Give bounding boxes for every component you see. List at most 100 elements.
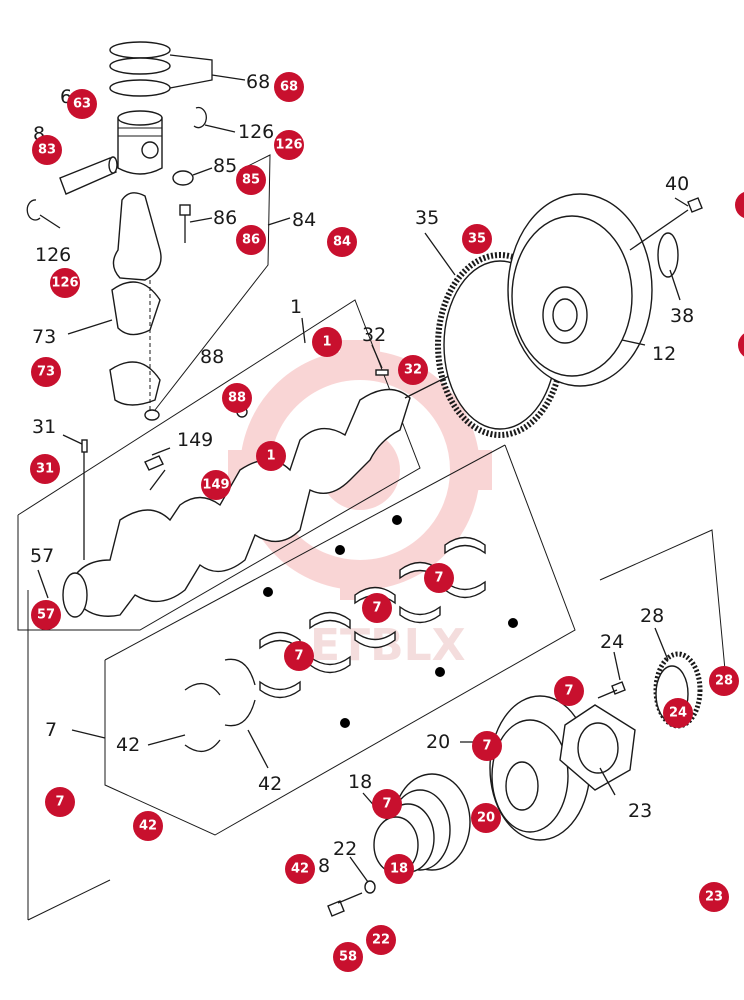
hotspot-label: 63 — [73, 97, 91, 112]
hotspot-1[interactable]: 1 — [256, 441, 286, 471]
hotspot-label: 88 — [228, 391, 246, 406]
hotspot-22[interactable]: 22 — [366, 925, 396, 955]
crank-pulley — [489, 695, 591, 841]
hotspot-126[interactable]: 126 — [274, 130, 304, 160]
callout-label-42a: 42 — [116, 734, 140, 756]
hotspot-label: 7 — [382, 797, 391, 812]
hotspot-label: 126 — [275, 138, 302, 153]
hotspot-label: 35 — [468, 232, 486, 247]
hotspot-label: 58 — [339, 950, 357, 965]
hotspot-20[interactable]: 20 — [471, 803, 501, 833]
hotspot-42[interactable]: 42 — [285, 854, 315, 884]
callout-label-68: 68 — [246, 71, 270, 93]
hotspot-label: 7 — [294, 649, 303, 664]
callout-label-35: 35 — [415, 207, 439, 229]
hotspot-7[interactable]: 7 — [372, 789, 402, 819]
hotspot-clipped-right-mid[interactable] — [738, 331, 744, 359]
hotspot-68[interactable]: 68 — [274, 72, 304, 102]
hotspot-58[interactable]: 58 — [333, 942, 363, 972]
callout-label-28: 28 — [640, 605, 664, 627]
callout-label-86: 86 — [213, 207, 237, 229]
hotspot-85[interactable]: 85 — [236, 165, 266, 195]
seal-plate — [559, 704, 636, 791]
callout-label-40: 40 — [665, 173, 689, 195]
hotspot-1[interactable]: 1 — [312, 327, 342, 357]
callout-label-84: 84 — [292, 209, 316, 231]
hotspot-57[interactable]: 57 — [31, 600, 61, 630]
hotspot-7[interactable]: 7 — [362, 593, 392, 623]
hotspot-18[interactable]: 18 — [384, 854, 414, 884]
hotspot-label: 7 — [564, 684, 573, 699]
hotspot-label: 7 — [482, 739, 491, 754]
hotspot-86[interactable]: 86 — [236, 225, 266, 255]
hotspot-32[interactable]: 32 — [398, 355, 428, 385]
callout-label-12: 12 — [652, 343, 676, 365]
hotspot-label: 7 — [55, 795, 64, 810]
hotspot-label: 42 — [291, 862, 309, 877]
hotspot-label: 23 — [705, 890, 723, 905]
hotspot-label: 7 — [372, 601, 381, 616]
hotspot-label: 20 — [477, 811, 495, 826]
hotspot-73[interactable]: 73 — [31, 357, 61, 387]
hotspot-83[interactable]: 83 — [32, 135, 62, 165]
callout-label-23: 23 — [628, 800, 652, 822]
hotspot-label: 1 — [266, 449, 275, 464]
callout-label-20: 20 — [426, 731, 450, 753]
hotspot-label: 126 — [51, 276, 78, 291]
piston-pin — [59, 156, 118, 195]
hotspot-label: 1 — [322, 335, 331, 350]
hotspot-7[interactable]: 7 — [284, 641, 314, 671]
hotspot-7[interactable]: 7 — [554, 676, 584, 706]
callout-label-88: 88 — [200, 346, 224, 368]
front-bolt — [327, 880, 376, 917]
hotspot-label: 57 — [37, 608, 55, 623]
hotspot-clipped-right-top[interactable] — [735, 191, 744, 219]
bearing-shells — [259, 515, 518, 728]
hotspot-7[interactable]: 7 — [472, 731, 502, 761]
group-frames — [17, 154, 726, 921]
callout-label-85: 85 — [213, 155, 237, 177]
hotspot-label: 7 — [434, 571, 443, 586]
connecting-rod — [109, 192, 162, 421]
hotspot-23[interactable]: 23 — [699, 882, 729, 912]
hotspot-label: 83 — [38, 143, 56, 158]
hotspot-28[interactable]: 28 — [709, 666, 739, 696]
bushing — [172, 170, 194, 186]
callout-label-42b: 42 — [258, 773, 282, 795]
hotspot-7[interactable]: 7 — [424, 563, 454, 593]
callout-label-31: 31 — [32, 416, 56, 438]
hotspot-31[interactable]: 31 — [30, 454, 60, 484]
hotspot-label: 84 — [333, 235, 351, 250]
hotspot-84[interactable]: 84 — [327, 227, 357, 257]
hotspot-24[interactable]: 24 — [663, 698, 693, 728]
hotspot-label: 42 — [139, 819, 157, 834]
hotspot-126[interactable]: 126 — [50, 268, 80, 298]
hotspot-35[interactable]: 35 — [462, 224, 492, 254]
callout-label-73: 73 — [32, 326, 56, 348]
hotspot-label: 149 — [202, 478, 229, 493]
callout-label-149: 149 — [177, 429, 213, 451]
callout-label-57: 57 — [30, 545, 54, 567]
callout-label-8: 8 — [318, 855, 330, 877]
piston-rings — [109, 41, 213, 97]
hotspot-label: 28 — [715, 674, 733, 689]
hotspot-149[interactable]: 149 — [201, 470, 231, 500]
hotspot-63[interactable]: 63 — [67, 89, 97, 119]
watermark-text: ETBLX — [310, 620, 466, 671]
callout-label-22: 22 — [333, 838, 357, 860]
flywheel — [507, 193, 653, 387]
hotspot-42[interactable]: 42 — [133, 811, 163, 841]
callout-label-24: 24 — [600, 631, 624, 653]
callout-label-1: 1 — [290, 296, 302, 318]
hotspot-label: 18 — [390, 862, 408, 877]
piston — [117, 110, 163, 175]
callout-label-38: 38 — [670, 305, 694, 327]
hotspot-88[interactable]: 88 — [222, 383, 252, 413]
callout-label-7: 7 — [45, 719, 57, 741]
hotspot-label: 32 — [404, 363, 422, 378]
callout-label-126a: 126 — [238, 121, 274, 143]
hotspot-label: 22 — [372, 933, 390, 948]
hotspot-7[interactable]: 7 — [45, 787, 75, 817]
hotspot-label: 85 — [242, 173, 260, 188]
